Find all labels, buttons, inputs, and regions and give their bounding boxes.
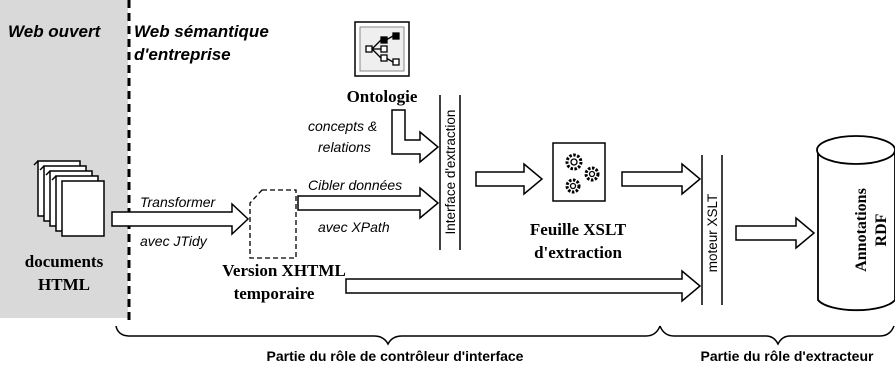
ontology-label: Ontologie — [347, 87, 418, 106]
xhtml-label-line1: Version XHTML — [222, 261, 346, 280]
open-web-region — [0, 0, 128, 318]
xhtml-document-icon — [249, 189, 297, 259]
target-data-label-line2: avec XPath — [318, 219, 390, 235]
xslt-to-engine-arrow — [621, 162, 702, 196]
html-documents-icon — [33, 160, 105, 237]
concepts-label-line2: relations — [318, 139, 371, 155]
xhtml-label-line2: temporaire — [234, 284, 315, 303]
semantic-web-label-line2: d'entreprise — [134, 45, 231, 64]
xhtml-to-engine-arrow — [345, 269, 702, 303]
html-documents-label-line1: documents — [25, 252, 104, 271]
interface-to-xslt-arrow — [475, 162, 544, 196]
semantic-web-label-line1: Web sémantique — [134, 22, 269, 41]
target-data-arrow — [297, 186, 440, 220]
transform-arrow — [111, 202, 250, 236]
controller-brace — [115, 325, 661, 346]
ontology-icon — [354, 21, 410, 77]
concepts-label-line1: concepts & — [308, 118, 377, 134]
engine-to-rdf-arrow — [735, 216, 816, 250]
concepts-arrow — [391, 109, 440, 164]
open-web-label: Web ouvert — [8, 22, 102, 41]
transform-label-line1: Transformer — [140, 194, 217, 210]
extractor-role-label: Partie du rôle d'extracteur — [701, 348, 874, 364]
rdf-label-line1: Annotations — [853, 188, 870, 272]
transform-label-line2: avec JTidy — [140, 233, 208, 249]
controller-role-label: Partie du rôle de contrôleur d'interface — [267, 348, 524, 364]
target-data-label-line1: Cibler données — [308, 177, 402, 193]
xslt-sheet-label-line1: Feuille XSLT — [530, 220, 627, 239]
extraction-interface-label: Interface d'extraction — [443, 110, 458, 235]
rdf-label-line2: RDF — [873, 213, 890, 246]
rdf-annotations-cylinder — [816, 135, 895, 312]
xslt-gears-icon — [552, 142, 606, 202]
xslt-engine-label: moteur XSLT — [705, 194, 720, 273]
html-documents-label-line2: HTML — [38, 275, 90, 294]
xslt-sheet-label-line2: d'extraction — [534, 243, 622, 262]
extractor-brace — [659, 325, 895, 346]
